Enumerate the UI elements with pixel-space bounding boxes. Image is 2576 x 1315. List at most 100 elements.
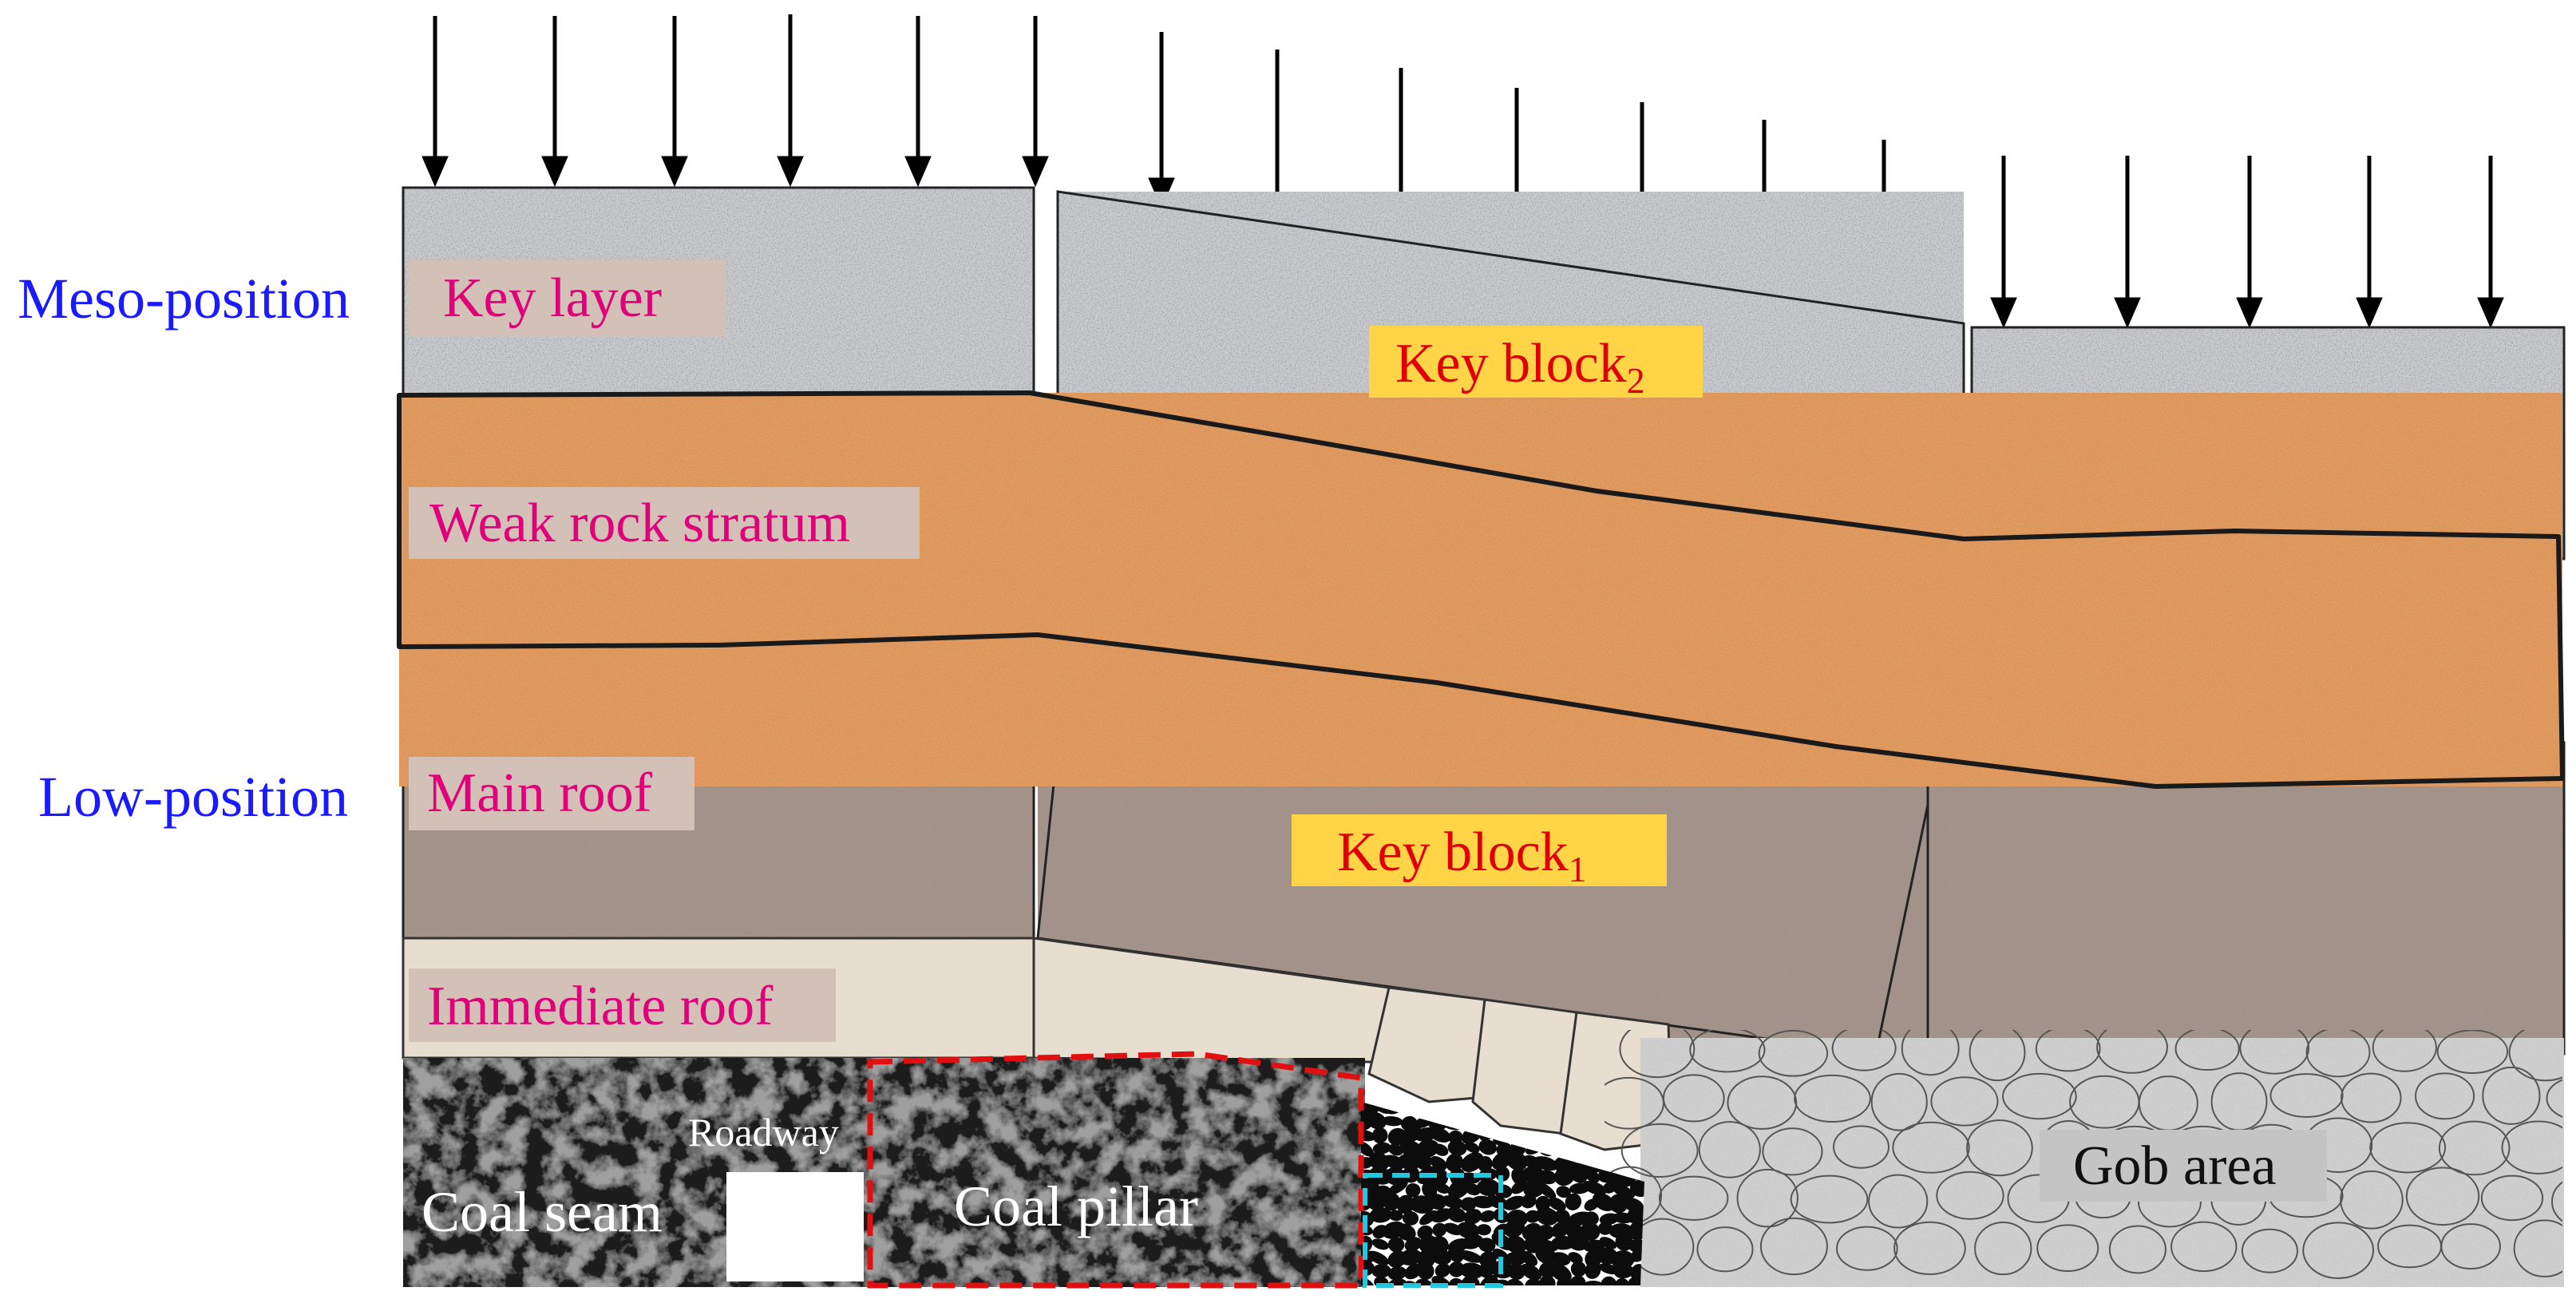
gob-rubble-stone <box>2438 1120 2511 1176</box>
gob-rubble-stone <box>1727 1075 1798 1130</box>
caved-rock-fragment <box>1361 1111 1373 1131</box>
caved-rock-fragment <box>1462 1234 1483 1250</box>
caved-rock-fragment <box>1447 1140 1467 1156</box>
caved-rock-fragment <box>1582 1280 1605 1285</box>
load-arrow-head <box>1387 209 1415 241</box>
gob-rubble-stone <box>1966 1119 2033 1177</box>
caved-rock-fragment <box>1554 1209 1570 1224</box>
gob-rubble-stone <box>1790 1174 1869 1224</box>
caved-rock-fragment <box>1611 1250 1635 1269</box>
caved-rock-fragment <box>1479 1260 1495 1278</box>
immediate-roof-fragment <box>1367 986 1486 1103</box>
gob-rubble-stone <box>1619 1030 1696 1079</box>
overburden-load-arrows <box>421 14 2504 329</box>
gob-rubble-stone <box>2440 1223 2501 1269</box>
caved-rock-fragment <box>1550 1252 1571 1266</box>
gob-rubble-stone <box>1936 1170 2004 1220</box>
load-arrow-head <box>777 156 804 188</box>
caved-rock-fragment <box>1361 1130 1376 1142</box>
load-arrow-head <box>1148 177 1175 209</box>
caved-rock-fragment <box>1433 1143 1449 1156</box>
caved-rock-fragment <box>1446 1153 1463 1172</box>
caved-rock-fragment <box>1614 1265 1635 1279</box>
gob-rubble-stone <box>1620 1123 1699 1178</box>
caved-rock-fragment <box>1599 1237 1617 1250</box>
coal-seam-label: Coal seam <box>421 1180 663 1244</box>
svg-text:Key block2: Key block2 <box>1395 333 1645 401</box>
caved-rock-fragment <box>1361 1102 1379 1115</box>
caved-rock-fragment <box>1627 1206 1644 1226</box>
load-arrow-head <box>661 156 688 188</box>
immediate-roof-label: Immediate roof <box>409 968 836 1042</box>
load-arrow-head <box>421 156 449 188</box>
gob-rubble-stone <box>2239 1030 2310 1075</box>
gob-rubble-stone <box>2513 1219 2562 1277</box>
gob-rubble-stone <box>1868 1174 1929 1229</box>
caved-rock-fragment <box>1565 1193 1582 1210</box>
caved-rock-fragment <box>1478 1238 1496 1253</box>
caved-rock-fragment <box>1432 1222 1447 1237</box>
load-arrow-head <box>2114 297 2141 329</box>
caved-rock-fragment <box>1387 1143 1403 1156</box>
gob-rubble-stone <box>1689 1030 1766 1073</box>
gob-rubble-stone <box>1831 1030 1897 1071</box>
load-arrow-head <box>904 156 932 188</box>
caved-rock-fragment <box>1446 1206 1466 1223</box>
caved-rock-fragment <box>1458 1250 1482 1263</box>
svg-text:Key layer: Key layer <box>443 267 662 329</box>
svg-text:Weak rock stratum: Weak rock stratum <box>429 493 850 554</box>
key-block-2-label: Key block2 <box>1369 326 1703 401</box>
gob-rubble-stone <box>2002 1072 2077 1120</box>
caved-rock-fragment <box>1383 1193 1401 1211</box>
caved-rock-fragment <box>1478 1139 1497 1155</box>
caved-rock-fragment <box>1520 1250 1538 1266</box>
caved-rock-fragment <box>1464 1182 1481 1196</box>
gob-rubble-stone <box>2341 1072 2402 1123</box>
gob-rubble-stone <box>2269 1073 2344 1118</box>
caved-rock-fragment <box>1592 1192 1615 1211</box>
gob-rubble-stone <box>2551 1181 2562 1222</box>
caved-rock-fragment <box>1399 1249 1423 1265</box>
caved-rock-fragment <box>1465 1142 1480 1154</box>
load-arrow-head <box>1503 229 1530 261</box>
gob-rubble-stone <box>1658 1175 1729 1221</box>
low-position-label: Low-position <box>38 765 348 829</box>
load-arrow-head <box>1022 156 1049 188</box>
caved-rock-fragment <box>1463 1209 1482 1225</box>
caved-rock-fragment <box>1504 1218 1525 1238</box>
caved-rock-fragment <box>1415 1278 1435 1285</box>
caved-rock-fragment <box>1520 1263 1542 1281</box>
coal-pillar-label: Coal pillar <box>954 1174 1198 1238</box>
immediate-roof <box>402 937 1674 1151</box>
gob-rubble-stone <box>2174 1030 2240 1071</box>
caved-rock-fragment <box>1535 1207 1559 1226</box>
load-arrow-head <box>1628 245 1656 277</box>
gob-rubble-stone <box>2241 1228 2298 1273</box>
caved-rock-fragment <box>1615 1277 1630 1285</box>
caved-rock-fragment <box>1361 1140 1375 1157</box>
gob-rubble-stone <box>1698 1121 1761 1178</box>
caved-rock-fragment <box>1387 1237 1405 1253</box>
caved-rock-fragment <box>1417 1262 1434 1281</box>
gob-rubble-stone <box>2480 1174 2544 1222</box>
gob-rubble-stone <box>1696 1226 1754 1273</box>
caved-rock-fragment <box>1570 1261 1587 1277</box>
caved-rock-fragment <box>1441 1195 1464 1209</box>
caved-rock-fragment <box>1404 1263 1423 1280</box>
caved-rock-fragment <box>1609 1194 1628 1214</box>
caved-rock-fragment <box>1448 1261 1465 1277</box>
caved-rock-fragment <box>1459 1262 1485 1279</box>
load-arrow-head <box>1990 297 2017 329</box>
caved-rock-fragment <box>1479 1210 1496 1222</box>
load-arrow-head <box>2477 297 2504 329</box>
caved-rock-fragment <box>1612 1184 1635 1198</box>
gob-rubble-stone <box>1662 1074 1725 1123</box>
gob-rubble-stone <box>1974 1222 2032 1276</box>
caved-rock-fragment <box>1557 1276 1572 1285</box>
caved-rock-fragment <box>1367 1250 1390 1265</box>
gob-rubble-stone <box>2305 1030 2371 1078</box>
load-arrow-head <box>1751 265 1778 297</box>
gob-rubble-stone <box>1901 1030 1960 1076</box>
caved-rock-fragment <box>1361 1277 1375 1285</box>
gob-rubble-stone <box>2436 1030 2509 1074</box>
